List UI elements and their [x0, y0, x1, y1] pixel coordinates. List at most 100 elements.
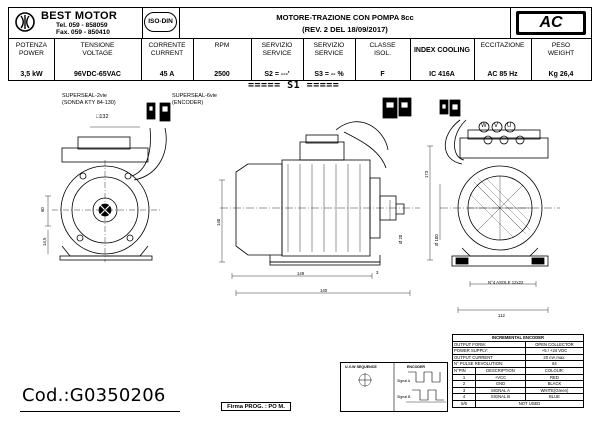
dim-diameter-20: Ø 20: [398, 234, 403, 244]
dim-60: 60: [40, 207, 45, 212]
spec-rpm: RPM 2500: [193, 39, 252, 81]
table-cell: WHITE(Green): [524, 386, 585, 395]
spec-label: SERVIZIO: [261, 42, 293, 49]
table-cell: OUTPUT FORM:: [452, 340, 526, 349]
spec-label: SERVIZIO: [313, 42, 345, 49]
spec-sublabel: WEIGHT: [547, 49, 575, 57]
table-cell: 64: [524, 360, 585, 368]
column-header: COLOUR:: [524, 366, 585, 375]
spec-label: ECCITAZIONE: [480, 42, 525, 49]
dim-14-5: 14,5: [42, 237, 47, 246]
table-cell: SIGNAL A: [475, 386, 526, 395]
spec-value: IC 416A: [429, 71, 455, 78]
table-row: POWER SUPPLY:+5 / +24 VDC: [452, 347, 585, 355]
drawing-title: MOTORE-TRAZIONE CON POMPA 8cc (REV. 2 DE…: [179, 8, 511, 38]
spec-label: CORRENTE: [148, 42, 186, 49]
spec-sublabel: ISOL.: [374, 49, 391, 57]
spec-value: AC 85 Hz: [487, 71, 518, 78]
phone-number: Tel. 059 - 858059: [56, 22, 108, 29]
front-view: [45, 102, 171, 262]
spec-sublabel: SERVICE: [262, 49, 292, 57]
dim-3: 3: [376, 270, 379, 275]
table-cell: POWER SUPPLY:: [452, 347, 526, 355]
spec-value: S3 = -- %: [314, 71, 344, 78]
kty-sensor-label: (SONDA KTY 84-130): [62, 100, 116, 106]
spec-sublabel: VOLTAGE: [82, 49, 113, 57]
table-cell: OPEN COLLECTOR: [524, 340, 585, 349]
table-header-row: N°PIN DESCRIPTION COLOUR:: [451, 366, 585, 375]
superseal-6way-label: SUPERSEAL-6vie: [172, 93, 217, 99]
table-cell: SIGNAL B: [475, 393, 526, 401]
table-cell: 5/6: [451, 399, 477, 408]
spec-current: CORRENTE CURRENT 45 A: [141, 39, 194, 81]
spec-value: 96VDC-65VAC: [74, 71, 121, 78]
table-cell: BLUE: [524, 393, 585, 401]
dim-140-vert: 140: [216, 218, 221, 226]
encoder-table-title: INCREMENTAL ENCODER: [452, 334, 584, 342]
sequence-diagram: U-V-W SEQUENCE ENCODER Signal A Signal B: [340, 362, 448, 412]
drawing-code: Cod.:G0350206: [22, 385, 166, 406]
specs-row: POTENZA POWER 3,5 kW TENSIONE VOLTAGE 96…: [9, 38, 591, 81]
table-cell: N° PULSE REVOLUTION:: [452, 360, 526, 368]
side-view: [219, 97, 420, 296]
iso-din-badge: ISO-DIN: [144, 12, 177, 32]
spec-sublabel: POWER: [19, 49, 44, 57]
table-cell: 20 mA max.: [524, 353, 585, 362]
table-cell: 1: [451, 373, 477, 382]
sequence-waveforms: [358, 362, 446, 412]
encoder-table: INCREMENTAL ENCODER OUTPUT FORM:OPEN COL…: [451, 334, 585, 408]
service-s1-label: ===== S1 =====: [248, 80, 340, 91]
signature-field: Firma PROG. : PO M.: [221, 402, 291, 411]
dim-140: 140: [320, 288, 328, 293]
table-cell: OUTPUT CURRENT: [452, 353, 526, 362]
best-motor-logo-icon: [15, 12, 35, 32]
spec-value: F: [380, 71, 385, 78]
table-row: OUTPUT FORM:OPEN COLLECTOR: [452, 340, 585, 349]
spec-insulation-class: CLASSE ISOL. F: [355, 39, 411, 81]
phase-u: U: [507, 123, 512, 129]
signal-b-label: Signal B: [397, 395, 411, 399]
spec-value: 2500: [214, 71, 230, 78]
flange-square-dimension: □132: [96, 114, 109, 120]
title-line-2: (REV. 2 DEL 18/09/2017): [302, 25, 388, 34]
spec-index-cooling: INDEX COOLING IC 416A: [410, 39, 475, 81]
ac-badge-label: AC: [519, 14, 583, 32]
table-cell: +5 / +24 VDC: [524, 347, 585, 355]
spec-value: Kg 26,4: [548, 71, 574, 78]
spec-sublabel: SERVICE: [314, 49, 344, 57]
spec-service-s3: SERVIZIO SERVICE S3 = -- %: [303, 39, 356, 81]
spec-value: 3,5 kW: [20, 71, 43, 78]
spec-value: S2 = ---': [264, 71, 290, 78]
spec-label: INDEX COOLING: [413, 47, 470, 54]
code-box: [20, 382, 180, 412]
encoder-sequence-title: ENCODER: [407, 365, 425, 369]
table-cell: RED: [524, 373, 585, 382]
fax-number: Fax. 059 - 850410: [56, 29, 110, 36]
dim-173: 173: [424, 170, 429, 178]
dim-112: 112: [498, 313, 505, 318]
title-block: BEST MOTOR Tel. 059 - 858059 Fax. 059 - …: [8, 7, 592, 81]
brand-name: BEST MOTOR: [41, 10, 118, 22]
spec-service-s2: SERVIZIO SERVICE S2 = ---': [251, 39, 304, 81]
table-row: N° PULSE REVOLUTION:64: [452, 360, 585, 368]
spec-label: PESO: [551, 42, 571, 49]
company-logo: BEST MOTOR Tel. 059 - 858059 Fax. 059 - …: [9, 8, 143, 38]
column-header: DESCRIPTION: [475, 366, 526, 375]
title-line-1: MOTORE-TRAZIONE CON POMPA 8cc: [276, 13, 414, 22]
contact-numbers: Tel. 059 - 858059 Fax. 059 - 850410: [56, 22, 110, 36]
spec-power: POTENZA POWER 3,5 kW: [9, 39, 55, 81]
spec-weight: PESO WEIGHT Kg 26,4: [531, 39, 591, 81]
dim-diameter-100: Ø 100: [434, 234, 439, 246]
spec-voltage: TENSIONE VOLTAGE 96VDC-65VAC: [54, 39, 142, 81]
table-cell: +VCC: [475, 373, 526, 382]
uvw-sequence-title: U-V-W SEQUENCE: [345, 365, 377, 369]
spec-label: RPM: [214, 42, 230, 49]
spec-sublabel: CURRENT: [150, 49, 184, 57]
encoder-connector-label: (ENCODER): [172, 100, 204, 106]
spec-label: CLASSE: [369, 42, 396, 49]
